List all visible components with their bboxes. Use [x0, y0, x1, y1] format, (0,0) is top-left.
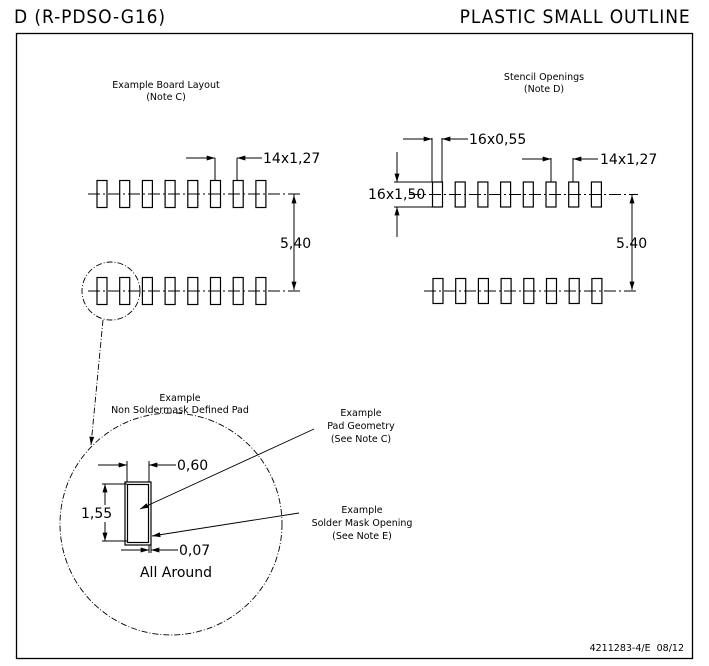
detail-clearance-dimension: 0,07 All Around	[121, 543, 212, 581]
stencil-pitch-label: 14x1,27	[600, 152, 657, 168]
detail-circle	[59, 412, 283, 636]
pad	[96, 276, 108, 306]
pad	[119, 276, 131, 306]
pad	[164, 179, 176, 209]
solder-mask-opening	[124, 481, 152, 546]
board-row-spacing-dimension: 5,40	[280, 194, 311, 290]
pad	[522, 181, 534, 208]
board-pitch-dimension: 14x1,27	[186, 151, 320, 180]
detail-length-dimension: 1,55	[81, 483, 127, 542]
pad	[590, 181, 603, 208]
pad	[431, 181, 444, 208]
pad	[455, 277, 467, 305]
pad-geometry-callout-line1: Example	[340, 408, 381, 419]
stencil-pad-row-bottom	[424, 277, 638, 305]
pad	[209, 179, 222, 209]
drawing-number: 4211283-4/E 08/12	[590, 643, 684, 654]
solder-mask-callout-line3: (See Note E)	[332, 531, 392, 542]
pad	[500, 181, 512, 208]
pad	[232, 179, 244, 209]
pad-geometry-leader	[139, 428, 315, 510]
detail-clearance-label: 0,07	[179, 543, 210, 559]
detail-width-dimension: 0,60	[98, 458, 208, 482]
pad	[209, 276, 222, 306]
stencil-row-spacing-label: 5.40	[616, 236, 647, 252]
board-layout-note: (Note C)	[146, 92, 186, 103]
board-pad-row-bottom	[88, 276, 300, 306]
stencil-width-dimension: 16x0,55	[403, 132, 526, 182]
solder-mask-leader	[151, 512, 300, 538]
detail-width-label: 0,60	[177, 458, 208, 474]
package-code-title: D (R-PDSO-G16)	[14, 6, 166, 28]
pad	[187, 276, 199, 306]
pad	[500, 277, 512, 305]
board-layout-title: Example Board Layout	[112, 80, 220, 91]
pad	[255, 179, 267, 209]
detail-length-label: 1,55	[81, 506, 112, 522]
pad-geometry-callout: Example Pad Geometry (See Note C)	[327, 408, 395, 445]
pad	[255, 276, 267, 306]
stencil-length-label: 16x1,50	[368, 187, 425, 203]
stencil-pitch-dimension: 14x1,27	[522, 152, 657, 182]
pad	[591, 277, 603, 305]
stencil-title: Stencil Openings	[504, 72, 584, 83]
detail-reference-circle	[81, 261, 141, 321]
solder-mask-callout-line1: Example	[341, 505, 382, 516]
pad	[187, 179, 199, 209]
pad-geometry	[126, 483, 150, 544]
detail-title-line2: Non Soldermask Defined Pad	[111, 405, 249, 416]
board-pad-row-top	[88, 179, 300, 209]
pad	[119, 179, 131, 209]
package-type-title: PLASTIC SMALL OUTLINE	[460, 6, 691, 28]
pad-geometry-callout-line3: (See Note C)	[331, 434, 391, 445]
pad	[545, 277, 558, 305]
pad	[477, 181, 489, 208]
board-pitch-label: 14x1,27	[263, 151, 320, 167]
detail-clearance-note: All Around	[140, 565, 212, 581]
detail-title-line1: Example	[159, 393, 200, 404]
solder-mask-callout: Example Solder Mask Opening (See Note E)	[312, 505, 413, 542]
pad	[523, 277, 535, 305]
stencil-row-spacing-dimension: 5.40	[616, 194, 647, 290]
pad	[477, 277, 489, 305]
pad	[141, 179, 153, 209]
detail-leader-line	[89, 319, 104, 446]
pad	[232, 276, 244, 306]
pad	[568, 277, 580, 305]
stencil-pad-row-top	[409, 181, 638, 208]
pad	[454, 181, 466, 208]
solder-mask-callout-line2: Solder Mask Opening	[312, 518, 413, 529]
pad	[164, 276, 176, 306]
pad-geometry-callout-line2: Pad Geometry	[327, 421, 395, 432]
board-row-spacing-label: 5,40	[280, 236, 311, 252]
drawing-frame	[15, 32, 694, 660]
pad	[141, 276, 153, 306]
stencil-width-label: 16x0,55	[469, 132, 526, 148]
stencil-note: (Note D)	[524, 84, 564, 95]
stencil-length-dimension: 16x1,50	[368, 152, 432, 237]
pad	[568, 181, 580, 208]
pad	[432, 277, 444, 305]
pad	[96, 179, 108, 209]
